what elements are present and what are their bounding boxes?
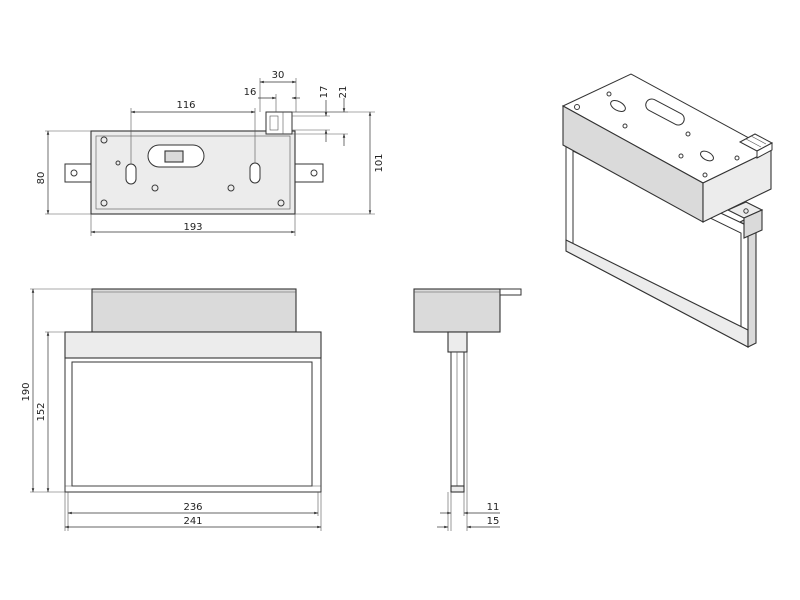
dim-101: 101 [374,153,385,172]
dim-152: 152 [36,402,47,421]
iso-oval-slot [645,98,685,126]
side-stem [447,331,468,353]
side-panel [450,351,465,493]
dim-236: 236 [183,502,202,513]
dim-16: 16 [244,87,257,98]
dim-30: 30 [272,70,285,81]
side-housing [413,288,501,333]
front-view: 190 152 236 241 [21,288,322,531]
dim-21: 21 [338,86,349,99]
dim-11: 11 [487,502,500,513]
dim-17: 17 [319,86,330,99]
mount-tab-right [294,163,324,183]
mount-tab-left [64,163,93,183]
dim-190: 190 [21,382,32,401]
top-view: 80 101 193 116 30 16 17 [36,70,385,236]
front-housing [91,288,297,333]
top-housing [90,130,296,215]
isometric-view [561,73,774,348]
dim-80: 80 [36,172,47,185]
side-clip [499,288,522,296]
dim-241: 241 [183,516,202,527]
dim-116: 116 [176,100,195,111]
top-bracket [265,111,293,135]
dim-15: 15 [487,516,500,527]
dim-193: 193 [183,222,202,233]
front-panel-display [71,361,313,487]
side-view: 11 15 [413,288,522,531]
iso-housing-side [702,149,772,223]
